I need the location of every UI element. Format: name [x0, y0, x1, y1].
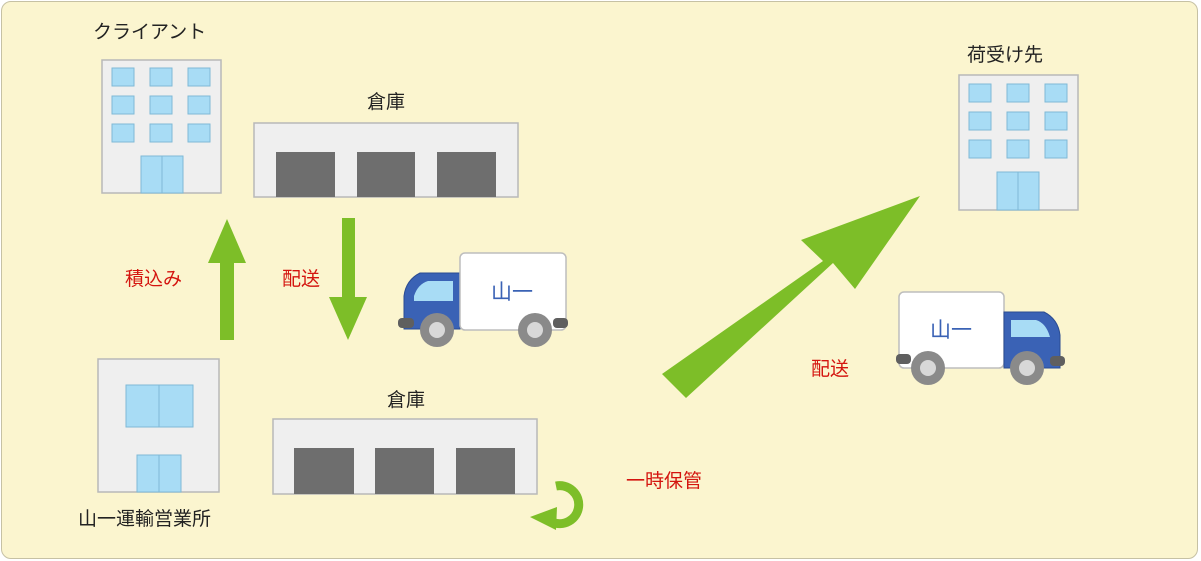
arrow-down-icon [329, 218, 367, 340]
truck-left-icon [398, 252, 568, 347]
delivery-right-label: 配送 [811, 358, 850, 380]
arrow-up-icon [208, 219, 246, 340]
truck-left-text: 山一 [491, 280, 533, 304]
office-building-icon [97, 358, 220, 493]
warehouse-bottom-icon [272, 418, 538, 495]
truck-right-icon [896, 291, 1065, 385]
loading-label: 積込み [125, 268, 183, 290]
warehouse-top-label: 倉庫 [367, 91, 406, 113]
client-building-icon [101, 59, 222, 194]
destination-building-icon [958, 74, 1079, 211]
client-label: クライアント [93, 21, 207, 43]
office-label: 山一運輸営業所 [78, 508, 212, 530]
truck-right-text: 山一 [930, 318, 972, 342]
warehouse-bottom-label: 倉庫 [387, 389, 426, 411]
warehouse-top-icon [253, 122, 519, 198]
delivery-left-label: 配送 [282, 268, 321, 290]
arrow-diagonal-icon [662, 196, 920, 398]
circular-arrow-icon [530, 481, 584, 530]
destination-label: 荷受け先 [967, 44, 1044, 66]
temporary-storage-label: 一時保管 [626, 470, 703, 492]
